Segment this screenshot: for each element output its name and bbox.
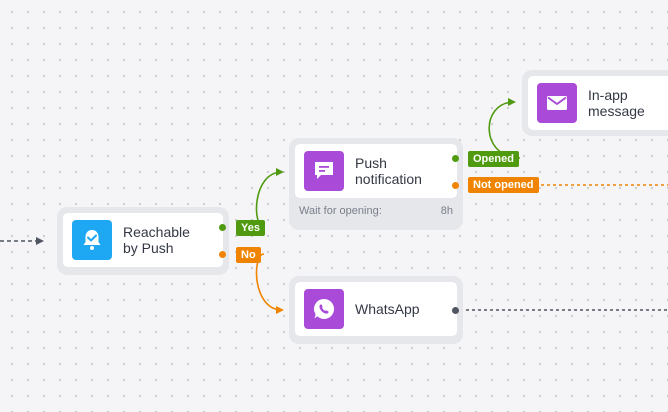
- in-app-message-node[interactable]: In-app message: [522, 70, 668, 136]
- not-opened-port[interactable]: [452, 182, 459, 189]
- push-notification-node[interactable]: Push notification Wait for opening: 8h: [289, 138, 463, 230]
- wait-for-opening-row: Wait for opening: 8h: [295, 198, 457, 217]
- push-notification-card[interactable]: Push notification: [295, 144, 457, 198]
- bell-check-icon: [72, 220, 112, 260]
- opened-badge: Opened: [468, 151, 519, 167]
- not-opened-badge: Not opened: [468, 177, 539, 193]
- reachable-by-push-node[interactable]: Reachable by Push: [57, 207, 229, 275]
- in-app-message-label: In-app message: [588, 87, 645, 119]
- whatsapp-out-port[interactable]: [452, 307, 459, 314]
- wait-for-opening-label: Wait for opening:: [299, 205, 382, 217]
- whatsapp-label: WhatsApp: [355, 301, 420, 317]
- envelope-icon: [537, 83, 577, 123]
- no-badge: No: [236, 247, 261, 263]
- no-port[interactable]: [219, 251, 226, 258]
- in-app-message-card[interactable]: In-app message: [528, 76, 668, 130]
- whatsapp-icon: [304, 289, 344, 329]
- yes-badge: Yes: [236, 220, 265, 236]
- yes-port[interactable]: [219, 224, 226, 231]
- wait-for-opening-value: 8h: [440, 205, 453, 217]
- opened-port[interactable]: [452, 155, 459, 162]
- push-notification-label: Push notification: [355, 155, 422, 187]
- whatsapp-card[interactable]: WhatsApp: [295, 282, 457, 336]
- yes-connector: [255, 168, 284, 228]
- reachable-by-push-card[interactable]: Reachable by Push: [63, 213, 223, 267]
- message-bubble-icon: [304, 151, 344, 191]
- opened-connector: [488, 98, 521, 159]
- reachable-by-push-label: Reachable by Push: [123, 224, 190, 256]
- whatsapp-node[interactable]: WhatsApp: [289, 276, 463, 344]
